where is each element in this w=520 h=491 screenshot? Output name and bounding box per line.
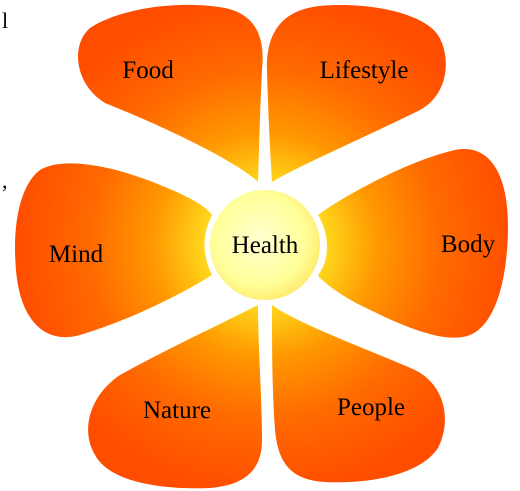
petal-label-people: People xyxy=(337,394,405,421)
petal-food xyxy=(78,5,263,182)
petal-label-body: Body xyxy=(441,231,496,258)
petal-label-mind: Mind xyxy=(49,241,104,268)
center-label: Health xyxy=(232,232,299,259)
petal-label-lifestyle: Lifestyle xyxy=(320,57,409,84)
edge-fragment-top: l xyxy=(2,8,8,33)
petal-label-food: Food xyxy=(122,57,174,84)
petal-label-nature: Nature xyxy=(143,397,211,424)
edge-fragment-middle: , xyxy=(2,168,8,193)
petal-lifestyle xyxy=(267,5,446,182)
petal-mind xyxy=(15,163,212,337)
